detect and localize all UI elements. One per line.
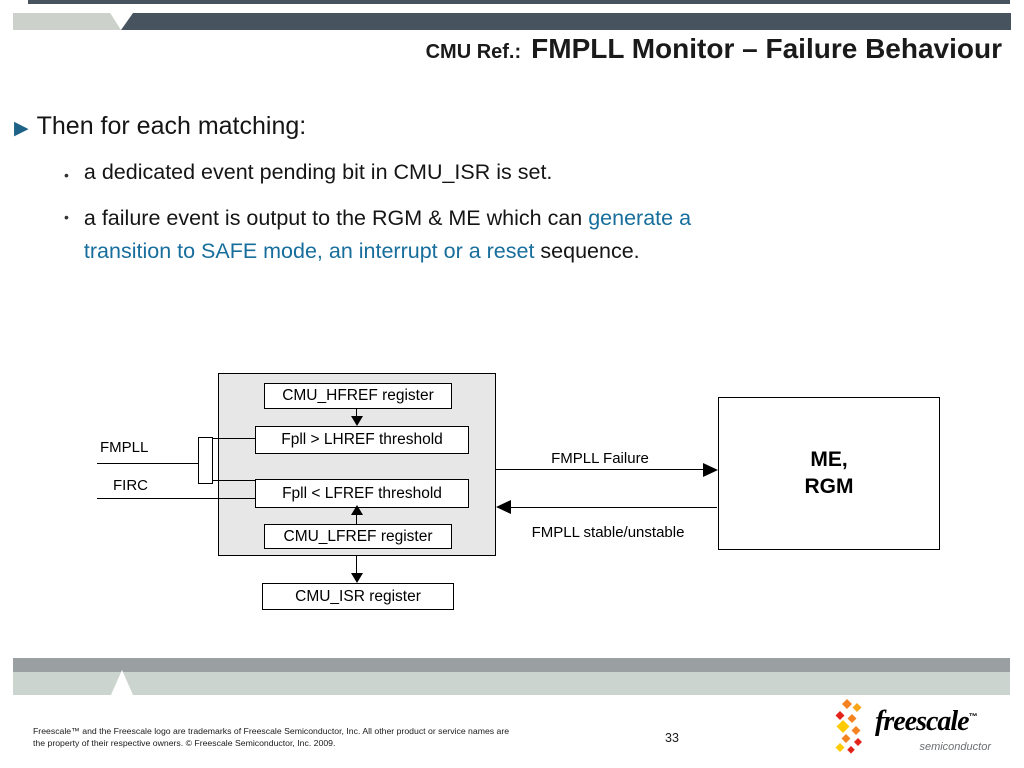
input-junction-box: [198, 437, 213, 484]
junction-to-lfref-line: [212, 480, 256, 481]
line2-black: sequence.: [540, 239, 640, 264]
arrow-up-icon: [351, 505, 363, 515]
header-dark-bar: [121, 13, 1011, 30]
footer-light-bar: [13, 672, 1010, 695]
rgm-label: RGM: [804, 474, 854, 498]
copyright-disclaimer: Freescale™ and the Freescale logo are tr…: [33, 726, 509, 749]
lfrefreg-to-lfref-line: [356, 514, 357, 524]
firc-input-label: FIRC: [113, 477, 148, 494]
footer-dark-bar: [13, 658, 1010, 672]
fmpll-stable-label: FMPLL stable/unstable: [531, 524, 685, 541]
title-prefix: CMU Ref.:: [425, 41, 522, 63]
title-text: FMPLL Monitor – Failure Behaviour: [531, 33, 1002, 64]
hfref-to-lhref-line: [356, 408, 357, 417]
top-accent-strip: [28, 0, 1010, 4]
line1: a failure event is output to the RGM & M…: [84, 202, 691, 235]
freescale-logo-mark-icon: [835, 699, 862, 754]
slide-title: CMU Ref.: FMPLL Monitor – Failure Behavi…: [426, 33, 1002, 65]
dot-bullet-icon: •: [64, 167, 69, 183]
firc-input-line: [97, 498, 256, 499]
line2-teal: transition to SAFE mode, an interrupt or…: [83, 239, 535, 264]
bullet-level1-text: Then for each matching:: [36, 112, 307, 140]
fmpll-input-line: [97, 463, 199, 464]
line1-black: a failure event is output to the RGM & M…: [83, 206, 583, 230]
box-cmu-lfref-register: CMU_LFREF register: [264, 524, 452, 549]
box-cmu-hfref-register: CMU_HFREF register: [264, 383, 452, 409]
bullet-level2-first-text: a dedicated event pending bit in CMU_ISR…: [83, 160, 553, 184]
freescale-logo: freescale™ semiconductor: [833, 698, 1013, 758]
bullet-level2-second: • a failure event is output to the RGM &…: [64, 202, 691, 269]
me-label: ME,: [810, 448, 848, 472]
arrow-down-icon: [351, 416, 363, 426]
fmpll-stable-line: [511, 507, 717, 508]
freescale-wordmark: freescale™: [875, 706, 978, 738]
bullet-level2-second-text: a failure event is output to the RGM & M…: [84, 202, 691, 269]
box-me-rgm: ME, RGM: [718, 397, 940, 550]
block-to-isr-line: [356, 556, 357, 574]
box-cmu-isr-register: CMU_ISR register: [262, 583, 454, 610]
logo-name: freescale: [875, 706, 970, 737]
footer-notch: [111, 670, 133, 695]
bullet-level1: ▶ Then for each matching:: [14, 112, 306, 141]
page-number: 33: [665, 731, 679, 745]
disclaimer-line1: Freescale™ and the Freescale logo are tr…: [33, 726, 510, 736]
box-fpll-gt-lhref-threshold: Fpll > LHREF threshold: [255, 426, 469, 454]
arrow-down-icon: [351, 573, 363, 583]
fmpll-input-label: FMPLL: [100, 439, 149, 456]
bullet-level2-first: • a dedicated event pending bit in CMU_I…: [64, 160, 552, 185]
junction-to-lhref-line: [212, 438, 256, 439]
arrow-right-icon: [703, 463, 718, 477]
disclaimer-line2: the property of their respective owners.…: [33, 737, 336, 748]
line1-teal: generate a: [588, 206, 692, 230]
box-fpll-lt-lfref-threshold: Fpll < LFREF threshold: [255, 479, 469, 508]
logo-tagline: semiconductor: [919, 741, 991, 753]
fmpll-failure-label: FMPLL Failure: [551, 450, 649, 467]
header-light-tab: [13, 13, 121, 30]
arrow-left-icon: [496, 500, 511, 514]
dot-bullet-icon: •: [64, 209, 69, 225]
trademark-symbol: ™: [968, 711, 978, 722]
line2: transition to SAFE mode, an interrupt or…: [84, 235, 691, 268]
fmpll-failure-line: [496, 469, 704, 470]
triangle-bullet-icon: ▶: [14, 118, 29, 139]
